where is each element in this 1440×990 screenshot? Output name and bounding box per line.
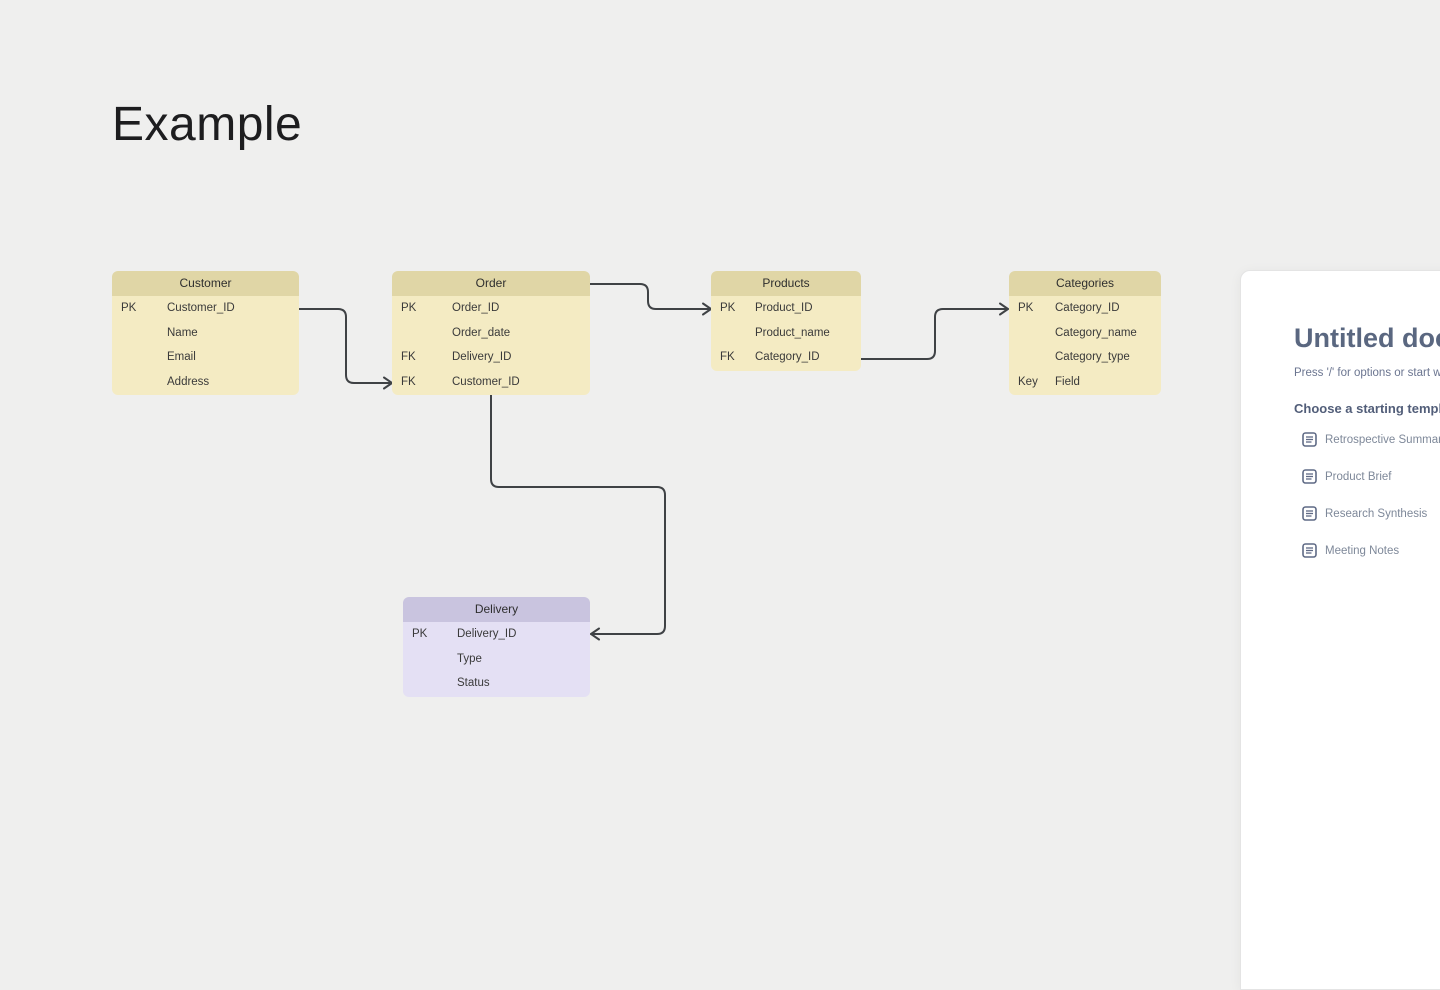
row-field: Order_date	[452, 327, 510, 339]
template-label: Retrospective Summary	[1325, 434, 1440, 446]
arrowhead-icon	[703, 304, 711, 315]
entity-title: Delivery	[403, 597, 590, 622]
template-item-retrospective-summary[interactable]: Retrospective Summary	[1302, 432, 1440, 447]
entity-row: Category_type	[1009, 345, 1161, 370]
row-field: Product_name	[755, 327, 830, 339]
connector-order-to-products[interactable]	[590, 284, 711, 309]
row-key: PK	[1009, 302, 1055, 314]
row-key: PK	[711, 302, 755, 314]
row-key: FK	[392, 376, 452, 388]
connector-customer-to-order[interactable]	[299, 309, 392, 383]
template-item-product-brief[interactable]: Product Brief	[1302, 469, 1440, 484]
doc-title[interactable]: Untitled document	[1294, 321, 1440, 355]
entity-title: Order	[392, 271, 590, 296]
doc-hint: Press '/' for options or start writing	[1294, 367, 1440, 379]
template-label: Meeting Notes	[1325, 545, 1399, 557]
document-icon	[1302, 543, 1317, 558]
template-item-meeting-notes[interactable]: Meeting Notes	[1302, 543, 1440, 558]
entity-row: Order_date	[392, 321, 590, 346]
row-field: Category_ID	[1055, 302, 1120, 314]
entity-row: Type	[403, 647, 590, 672]
page-title[interactable]: Example	[112, 96, 302, 154]
template-label: Research Synthesis	[1325, 508, 1427, 520]
row-field: Category_type	[1055, 351, 1130, 363]
entity-row: Status	[403, 671, 590, 696]
arrowhead-icon	[1000, 304, 1008, 315]
row-key: PK	[112, 302, 167, 314]
row-key: PK	[403, 628, 457, 640]
row-field: Status	[457, 677, 490, 689]
row-field: Name	[167, 327, 198, 339]
template-item-research-synthesis[interactable]: Research Synthesis	[1302, 506, 1440, 521]
arrowhead-icon	[591, 629, 599, 640]
template-list: Retrospective Summary Product Brief Rese…	[1294, 432, 1440, 558]
row-field: Email	[167, 351, 196, 363]
document-icon	[1302, 506, 1317, 521]
row-field: Customer_ID	[452, 376, 520, 388]
entity-title: Products	[711, 271, 861, 296]
entity-title: Categories	[1009, 271, 1161, 296]
template-label: Product Brief	[1325, 471, 1391, 483]
row-field: Delivery_ID	[457, 628, 516, 640]
entity-row: Email	[112, 345, 299, 370]
row-field: Category_ID	[755, 351, 820, 363]
entity-row: Name	[112, 321, 299, 346]
entity-title: Customer	[112, 271, 299, 296]
doc-panel: Untitled document Press '/' for options …	[1240, 270, 1440, 990]
row-key: FK	[392, 351, 452, 363]
row-key: Key	[1009, 376, 1055, 388]
connector-products-to-categories[interactable]	[861, 309, 1008, 359]
row-field: Delivery_ID	[452, 351, 511, 363]
entity-row: Address	[112, 370, 299, 395]
row-field: Product_ID	[755, 302, 813, 314]
row-field: Field	[1055, 376, 1080, 388]
row-field: Category_name	[1055, 327, 1137, 339]
row-key: FK	[711, 351, 755, 363]
arrowhead-icon	[384, 378, 392, 389]
document-icon	[1302, 432, 1317, 447]
row-field: Type	[457, 653, 482, 665]
row-key: PK	[392, 302, 452, 314]
row-field: Address	[167, 376, 209, 388]
document-icon	[1302, 469, 1317, 484]
entity-row: Product_name	[711, 321, 861, 346]
template-heading: Choose a starting template	[1294, 401, 1440, 416]
row-field: Customer_ID	[167, 302, 235, 314]
row-field: Order_ID	[452, 302, 499, 314]
entity-row: Category_name	[1009, 321, 1161, 346]
